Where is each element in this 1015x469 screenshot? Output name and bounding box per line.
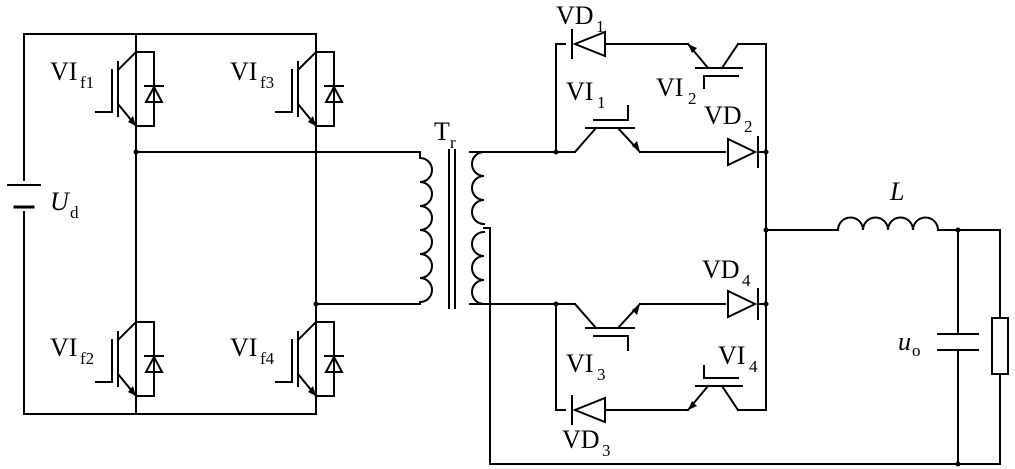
vd3-label-main: VD: [562, 425, 600, 454]
transistor-vi1: [573, 105, 642, 154]
vd4-label-main: VD: [702, 255, 740, 284]
l-label: L: [889, 177, 904, 206]
vi3-label-main: VI: [566, 349, 593, 378]
secondary-wiring: [469, 43, 1001, 465]
transformer-tr: T r: [418, 117, 486, 309]
vd1-label-sub: 1: [596, 17, 605, 36]
vif3-label-sub: f3: [260, 73, 274, 92]
vd2-label-sub: 2: [744, 117, 753, 136]
uo-label-main: u: [898, 327, 911, 356]
junction-dots: [133, 149, 961, 467]
vi2-label-sub: 2: [688, 89, 697, 108]
diode-vd3: [571, 395, 606, 425]
vi3-label-sub: 3: [597, 365, 606, 384]
tr-label-sub: r: [450, 133, 456, 152]
vif2-label-main: VI: [50, 333, 77, 362]
vd4-label-sub: 4: [742, 271, 751, 290]
vif2-label-sub: f2: [80, 349, 94, 368]
vif4-label-main: VI: [230, 333, 257, 362]
igbt-vif4: VI f4: [230, 309, 344, 411]
igbt-vif3: VI f3: [230, 39, 344, 141]
dc-source-ud: U d: [7, 184, 79, 222]
vi4-label-main: VI: [718, 341, 745, 370]
tr-label-main: T: [434, 117, 450, 146]
transistor-vi3: [573, 302, 642, 351]
vd1-label-main: VD: [556, 1, 594, 30]
vif4-label-sub: f4: [260, 349, 275, 368]
vif1-label-sub: f1: [80, 73, 94, 92]
primary-wiring: [23, 33, 421, 415]
diode-vd2: [727, 136, 759, 168]
vi2-label-main: VI: [656, 73, 683, 102]
vi4-label-sub: 4: [749, 357, 758, 376]
vif3-label-main: VI: [230, 57, 257, 86]
diode-vd1: [571, 29, 606, 59]
load-resistor: [991, 317, 1009, 375]
transistor-vi2: [686, 42, 743, 89]
vif1-label-main: VI: [50, 57, 77, 86]
inductor-l: L: [836, 177, 940, 232]
capacitor-uo: u o: [898, 327, 979, 360]
vi1-label-sub: 1: [597, 93, 606, 112]
vd3-label-sub: 3: [602, 441, 611, 460]
diode-vd4: [727, 288, 759, 320]
transistor-vi4: [686, 365, 743, 412]
uo-label-sub: o: [912, 341, 921, 360]
ud-label-main: U: [50, 187, 71, 216]
igbt-vif2: VI f2: [50, 309, 164, 411]
vd2-label-main: VD: [704, 101, 742, 130]
igbt-vif1: VI f1: [50, 39, 164, 141]
ud-label-sub: d: [70, 203, 79, 222]
vi1-label-main: VI: [566, 77, 593, 106]
